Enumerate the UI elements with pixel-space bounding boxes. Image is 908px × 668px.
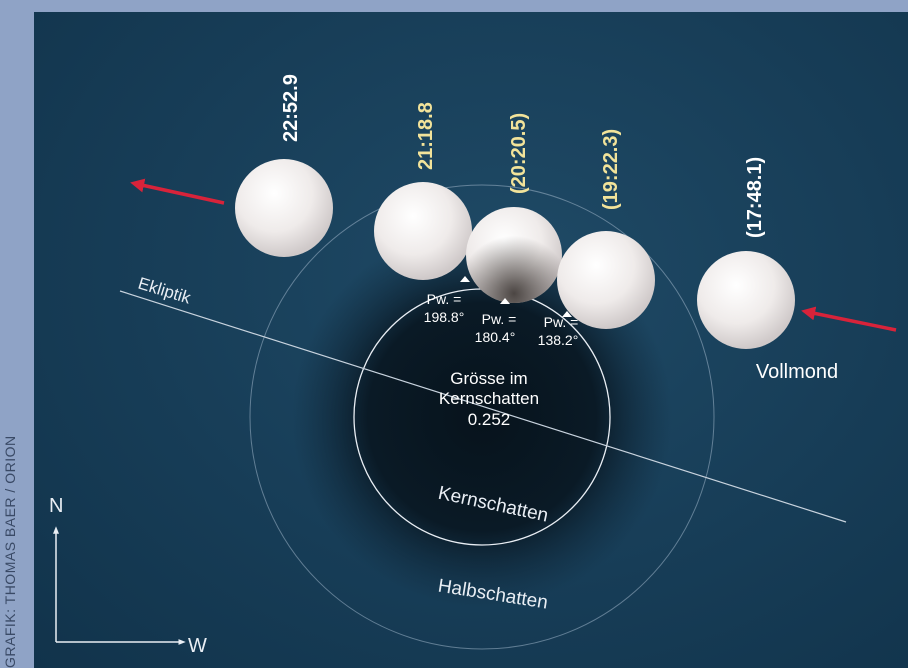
pa-value-1: 198.8° <box>424 309 465 325</box>
north-label: N <box>49 495 63 517</box>
moon-19-22 <box>557 231 655 329</box>
full-moon-label: Vollmond <box>756 361 838 383</box>
ecliptic-label: Ekliptik <box>136 274 194 308</box>
ecliptic-line <box>119 290 847 523</box>
pa-marker-2 <box>500 298 510 304</box>
magnitude-line-2: Kernschatten <box>439 389 539 408</box>
time-label-4: (19:22.3) <box>600 129 622 210</box>
exit-direction-arrow <box>130 178 225 205</box>
moon-22-52 <box>235 159 333 257</box>
magnitude-value: 0.252 <box>468 410 511 429</box>
eclipse-diagram: Ekliptik 22:52.9 21:18.8 (20:20.5) (19:2… <box>49 74 897 657</box>
pa-value-3: 138.2° <box>538 332 579 348</box>
pa-prefix-2: Pw. = <box>482 311 517 327</box>
time-label-5: (17:48.1) <box>744 157 766 238</box>
entry-direction-arrow <box>801 306 897 332</box>
time-label-2: 21:18.8 <box>415 102 437 170</box>
pa-marker-3 <box>562 311 572 317</box>
pa-value-2: 180.4° <box>475 329 516 345</box>
moon-17-48 <box>697 251 795 349</box>
moon-20-20 <box>466 207 562 303</box>
pa-marker-1 <box>460 276 470 282</box>
time-label-3: (20:20.5) <box>508 113 530 194</box>
penumbra-circle <box>249 184 715 650</box>
magnitude-line-1: Grösse im <box>450 369 527 388</box>
pa-prefix-3: Pw. = <box>544 314 579 330</box>
graphic-credit: GRAFIK: THOMAS BAER / ORION <box>2 435 18 668</box>
west-label: W <box>188 635 207 657</box>
diagram-panel: Ekliptik 22:52.9 21:18.8 (20:20.5) (19:2… <box>34 12 908 668</box>
umbra-shadow <box>292 227 672 607</box>
moon-21-18 <box>374 182 472 280</box>
time-label-1: 22:52.9 <box>280 74 302 142</box>
pa-prefix-1: Pw. = <box>427 291 462 307</box>
